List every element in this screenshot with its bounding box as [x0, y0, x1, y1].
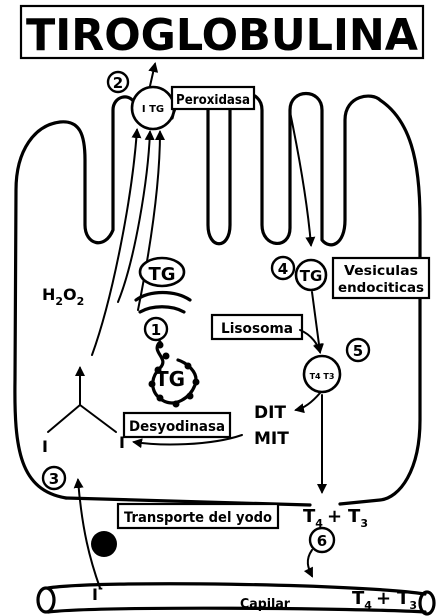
tg-synthesis: TG	[149, 342, 200, 408]
iodide-pump	[91, 531, 117, 557]
step-2-label: 2	[113, 74, 123, 92]
peroxidasa-box: Peroxidasa	[172, 87, 254, 109]
desyodinasa-label: Desyodinasa	[129, 419, 225, 435]
peroxidasa-label: Peroxidasa	[176, 93, 250, 108]
step-2-marker: 2	[108, 72, 128, 92]
iodide-right: I	[119, 433, 125, 452]
iodide-branch: I I	[42, 368, 125, 456]
t4-t3-cell-label: T4+T3	[303, 506, 368, 530]
tg-golgi-label: TG	[148, 264, 175, 285]
arrow-to-colloid	[150, 64, 155, 86]
transporte-label: Transporte del yodo	[124, 510, 272, 526]
lisosoma-label: Lisosoma	[221, 321, 293, 337]
vesiculas-box: Vesiculas endociticas	[333, 258, 429, 298]
step-6-marker: 6	[310, 528, 334, 552]
step-1-marker: 1	[145, 318, 167, 340]
step-1-label: 1	[151, 321, 161, 339]
dit-label: DIT	[254, 403, 286, 423]
step-5-marker: 5	[347, 339, 369, 361]
vesicle-tg-label: TG	[300, 267, 323, 285]
step-6-label: 6	[317, 532, 327, 550]
h2o2-label: H2O2	[42, 285, 84, 308]
step-3-marker: 3	[43, 467, 65, 489]
vesiculas-line1: Vesiculas	[344, 264, 418, 279]
iodinated-tg-node: I TG	[132, 87, 174, 129]
step-4-label: 4	[278, 260, 288, 278]
lysosome-node: T4 T3	[304, 356, 340, 392]
arrow-to-dit	[296, 393, 320, 410]
transporte-box: Transporte del yodo	[118, 504, 278, 528]
tg-synthesis-label: TG	[155, 367, 185, 391]
vesiculas-line2: endociticas	[338, 281, 424, 296]
mit-label: MIT	[254, 429, 289, 449]
arrow-secretion	[308, 550, 312, 576]
desyodinasa-box: Desyodinasa	[124, 413, 230, 437]
capillary-iodide-label: I-	[92, 581, 103, 604]
capilar-label: Capilar	[240, 597, 291, 612]
lysosome-content: T4 T3	[310, 372, 335, 381]
arrow-endocytosis	[290, 112, 311, 245]
iodide-left: I	[42, 437, 48, 456]
step-4-marker: 4	[272, 257, 294, 279]
lisosoma-box: Lisosoma	[212, 315, 302, 339]
title-box: TIROGLOBULINA	[21, 6, 423, 61]
endocytic-vesicle: TG	[296, 260, 326, 290]
itg-label: I TG	[142, 104, 164, 115]
step-3-label: 3	[49, 470, 59, 488]
step-5-label: 5	[353, 342, 363, 360]
svg-text:H2O2: H2O2	[42, 285, 84, 308]
diagram-title: TIROGLOBULINA	[26, 10, 418, 61]
capillary-t4-t3-label: T4+T3	[352, 588, 417, 612]
